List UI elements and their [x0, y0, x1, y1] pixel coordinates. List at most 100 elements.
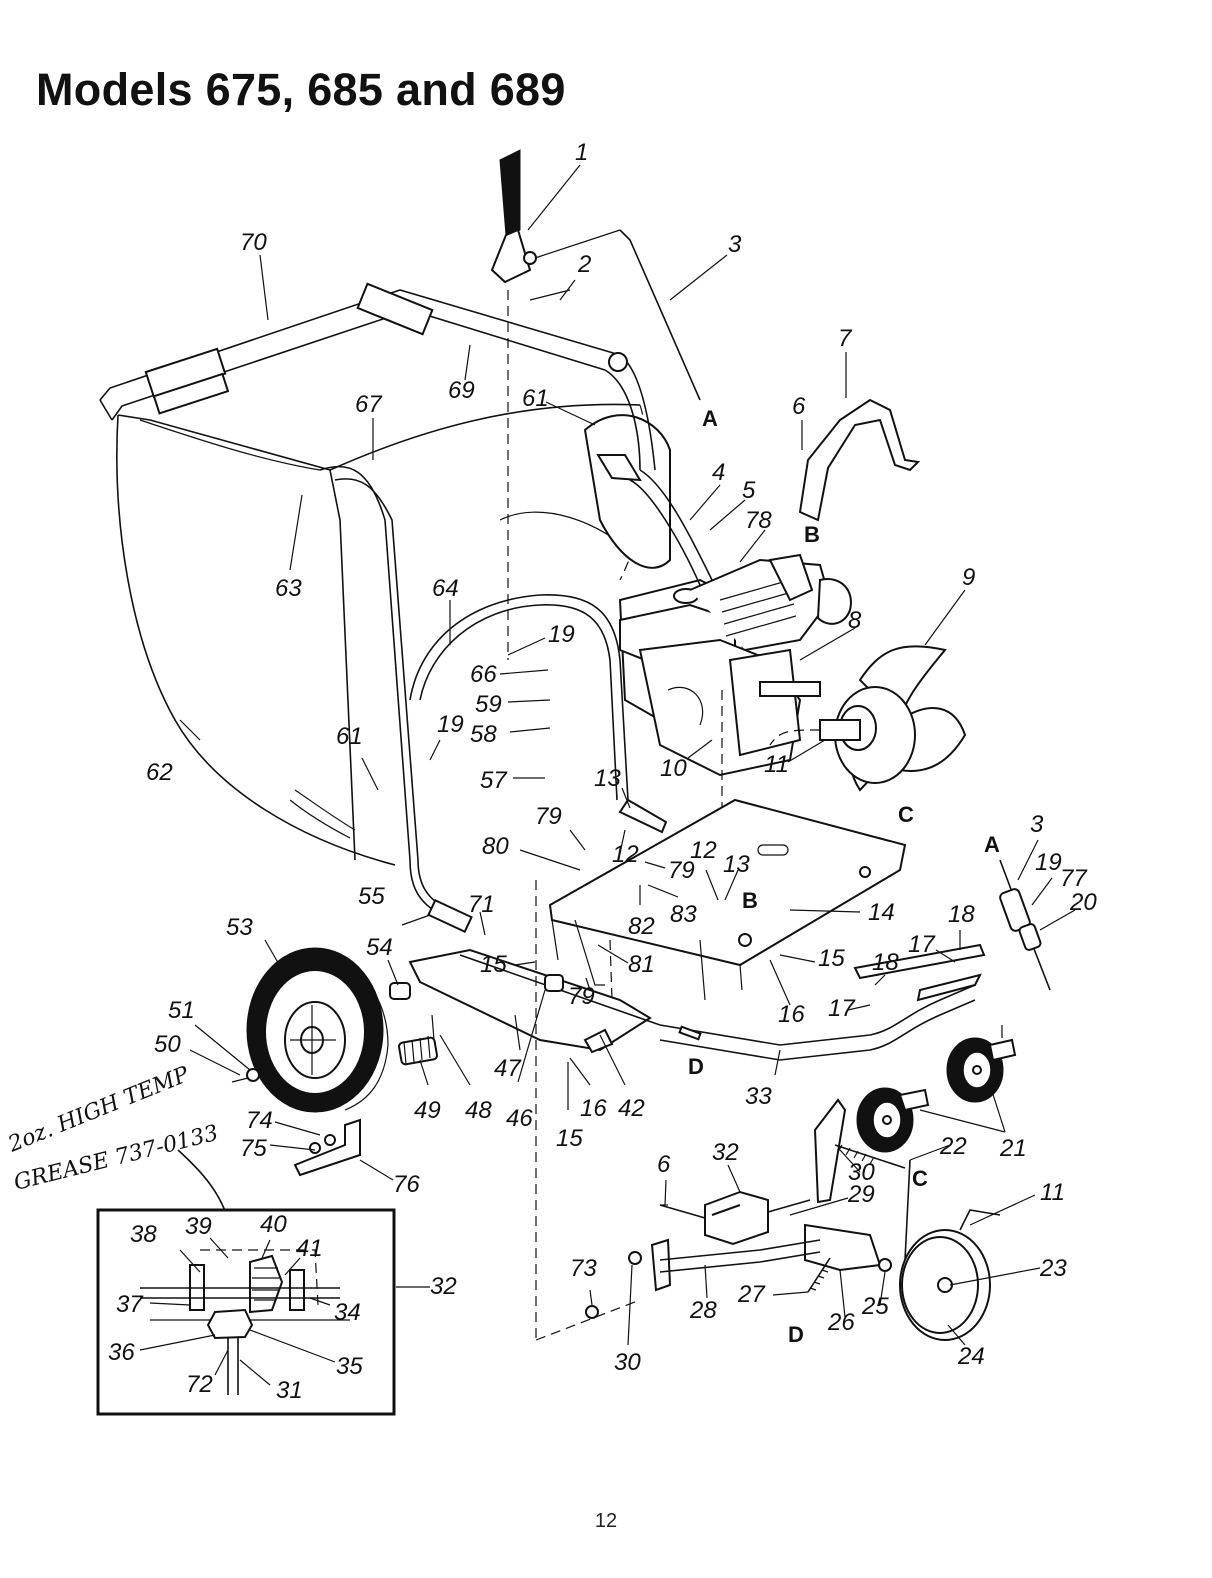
part-label: 28	[689, 1297, 717, 1324]
engine	[618, 553, 852, 820]
part-labels: 1 2 3 70 7 6 69 67 61 4 5 78 9 63 64 19 …	[108, 139, 1097, 1404]
deck-plate	[548, 798, 907, 1001]
part-label: 29	[847, 1181, 875, 1208]
part-label: 51	[168, 997, 195, 1024]
part-label: 12	[690, 837, 717, 864]
part-label: 71	[468, 891, 495, 918]
part-label: 70	[240, 229, 267, 256]
part-label: 67	[355, 391, 383, 418]
part-label: 62	[146, 759, 173, 786]
ref-letter: B	[804, 522, 820, 547]
part-label: 74	[246, 1107, 273, 1134]
part-label: 42	[618, 1095, 645, 1122]
part-label: 12	[612, 841, 639, 868]
control-handle	[490, 149, 701, 660]
part-label: 6	[657, 1151, 671, 1178]
part-label: 23	[1039, 1255, 1067, 1282]
part-label: 24	[957, 1343, 985, 1370]
inset-ref-label: 32	[430, 1273, 457, 1300]
part-label: 19	[437, 711, 464, 738]
part-label: 34	[334, 1299, 361, 1326]
part-label: 22	[939, 1133, 967, 1160]
part-label: 14	[868, 899, 895, 926]
part-label: 76	[393, 1171, 420, 1198]
part-label: 47	[494, 1055, 522, 1082]
part-label: 57	[480, 767, 508, 794]
part-label: 8	[848, 607, 862, 634]
engine-bracket	[596, 398, 921, 586]
part-label: 64	[432, 575, 459, 602]
part-label: 50	[154, 1031, 181, 1058]
ref-letter: D	[788, 1322, 804, 1347]
part-label: 59	[475, 691, 502, 718]
ref-letter: A	[702, 406, 718, 431]
part-label: 19	[1035, 849, 1062, 876]
part-label: 3	[1030, 811, 1044, 838]
part-label: 17	[908, 931, 936, 958]
leader-lines	[179, 164, 1076, 1346]
connection-refs: A B C A B D C D	[688, 406, 1000, 1347]
part-label: 31	[276, 1377, 303, 1404]
part-label: 79	[535, 803, 562, 830]
part-label: 81	[628, 951, 655, 978]
part-label: 15	[818, 945, 845, 972]
part-label: 17	[828, 995, 856, 1022]
part-label: 11	[764, 751, 789, 778]
part-label: 61	[336, 723, 363, 750]
part-label: 40	[260, 1211, 287, 1238]
part-label: 7	[838, 325, 853, 352]
part-label: 39	[185, 1213, 212, 1240]
part-label: 11	[1040, 1179, 1065, 1206]
part-label: 48	[465, 1097, 492, 1124]
part-label: 10	[660, 755, 687, 782]
page-title: Models 675, 685 and 689	[36, 64, 566, 115]
part-label: 79	[668, 857, 695, 884]
part-label: 35	[336, 1353, 363, 1380]
part-label: 66	[470, 661, 497, 688]
rear-wheel	[231, 947, 564, 1113]
page-number: 12	[594, 1510, 618, 1532]
rod-and-spring	[999, 859, 1051, 991]
part-label: 72	[186, 1371, 213, 1398]
ref-letter: C	[912, 1166, 928, 1191]
part-label: 2	[577, 251, 591, 278]
transmission-inset	[96, 1208, 430, 1416]
part-label: 15	[556, 1125, 583, 1152]
part-label: 55	[358, 883, 385, 910]
part-label: 33	[745, 1083, 772, 1110]
ref-letter: C	[898, 802, 914, 827]
part-label: 3	[728, 231, 742, 258]
part-label: 18	[872, 949, 899, 976]
part-label: 1	[575, 139, 588, 166]
part-label: 25	[861, 1293, 889, 1320]
part-label: 46	[506, 1105, 533, 1132]
part-label: 20	[1069, 889, 1097, 916]
part-label: 30	[614, 1349, 641, 1376]
part-label: 4	[712, 459, 725, 486]
ref-letter: D	[688, 1054, 704, 1079]
part-label: 49	[414, 1097, 441, 1124]
part-label: 6	[792, 393, 806, 420]
handwritten-note: 2oz. HIGH TEMP GREASE 737-0133	[4, 1062, 221, 1196]
part-label: 21	[999, 1135, 1027, 1162]
part-label: 5	[742, 477, 756, 504]
part-label: 26	[827, 1309, 855, 1336]
grass-bag	[116, 403, 671, 866]
part-label: 38	[130, 1221, 157, 1248]
part-label: 63	[275, 575, 302, 602]
fan-impeller	[769, 645, 967, 792]
part-label: 78	[745, 507, 772, 534]
part-label: 73	[570, 1255, 597, 1282]
part-label: 83	[670, 901, 697, 928]
handle-frame	[99, 282, 668, 934]
part-label: 79	[568, 983, 595, 1010]
part-label: 32	[712, 1139, 739, 1166]
part-label: 54	[366, 934, 393, 961]
part-label: 80	[482, 833, 509, 860]
part-label: 61	[522, 385, 549, 412]
part-label: 19	[548, 621, 575, 648]
part-label: 82	[628, 913, 655, 940]
part-label: 37	[116, 1291, 144, 1318]
part-label: 75	[240, 1135, 267, 1162]
part-label: 77	[1060, 865, 1088, 892]
